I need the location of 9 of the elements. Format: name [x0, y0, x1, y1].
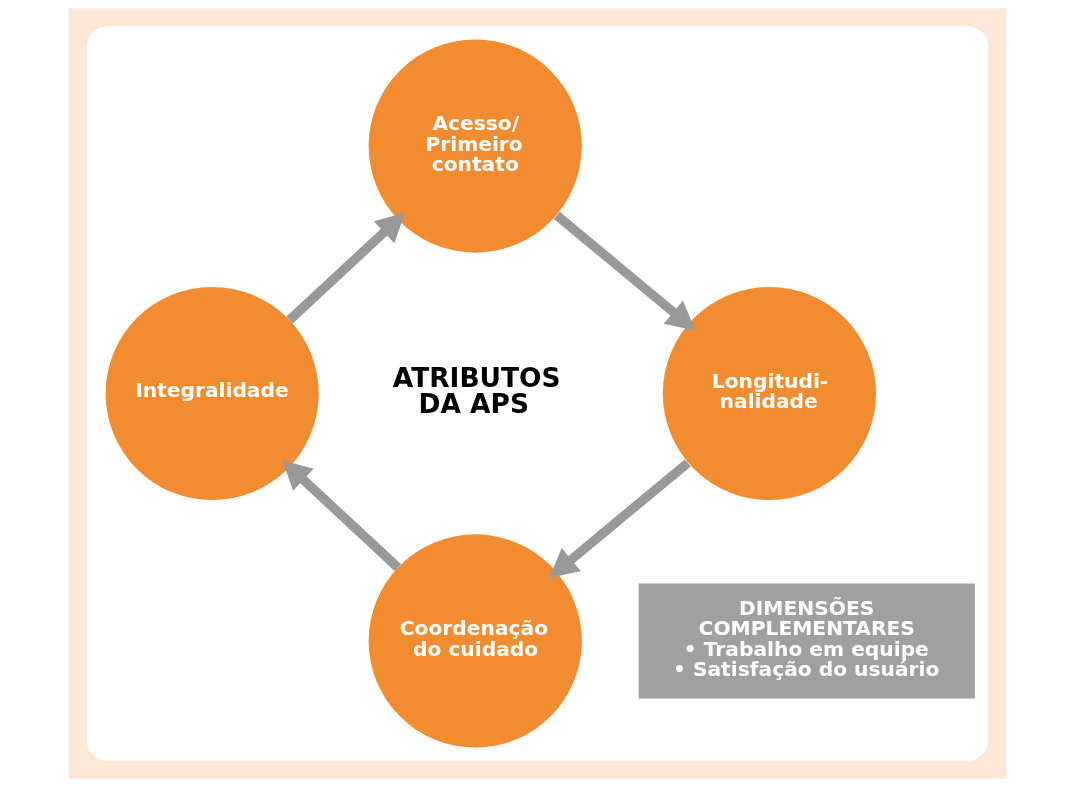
label: ATRIBUTOS DA APS — [392, 361, 561, 420]
node-circle: Integralidade — [105, 286, 319, 501]
arrow — [549, 459, 691, 578]
cluster — [86, 26, 989, 761]
arrow — [286, 212, 406, 324]
arrow — [282, 460, 401, 571]
arrow — [553, 211, 696, 331]
node-box: DIMENSÕES COMPLEMENTARES • Trabalho em equipe • Satisfação do usuário — [638, 583, 975, 699]
node-circle: Acesso/ Primeiro contato — [368, 39, 582, 253]
